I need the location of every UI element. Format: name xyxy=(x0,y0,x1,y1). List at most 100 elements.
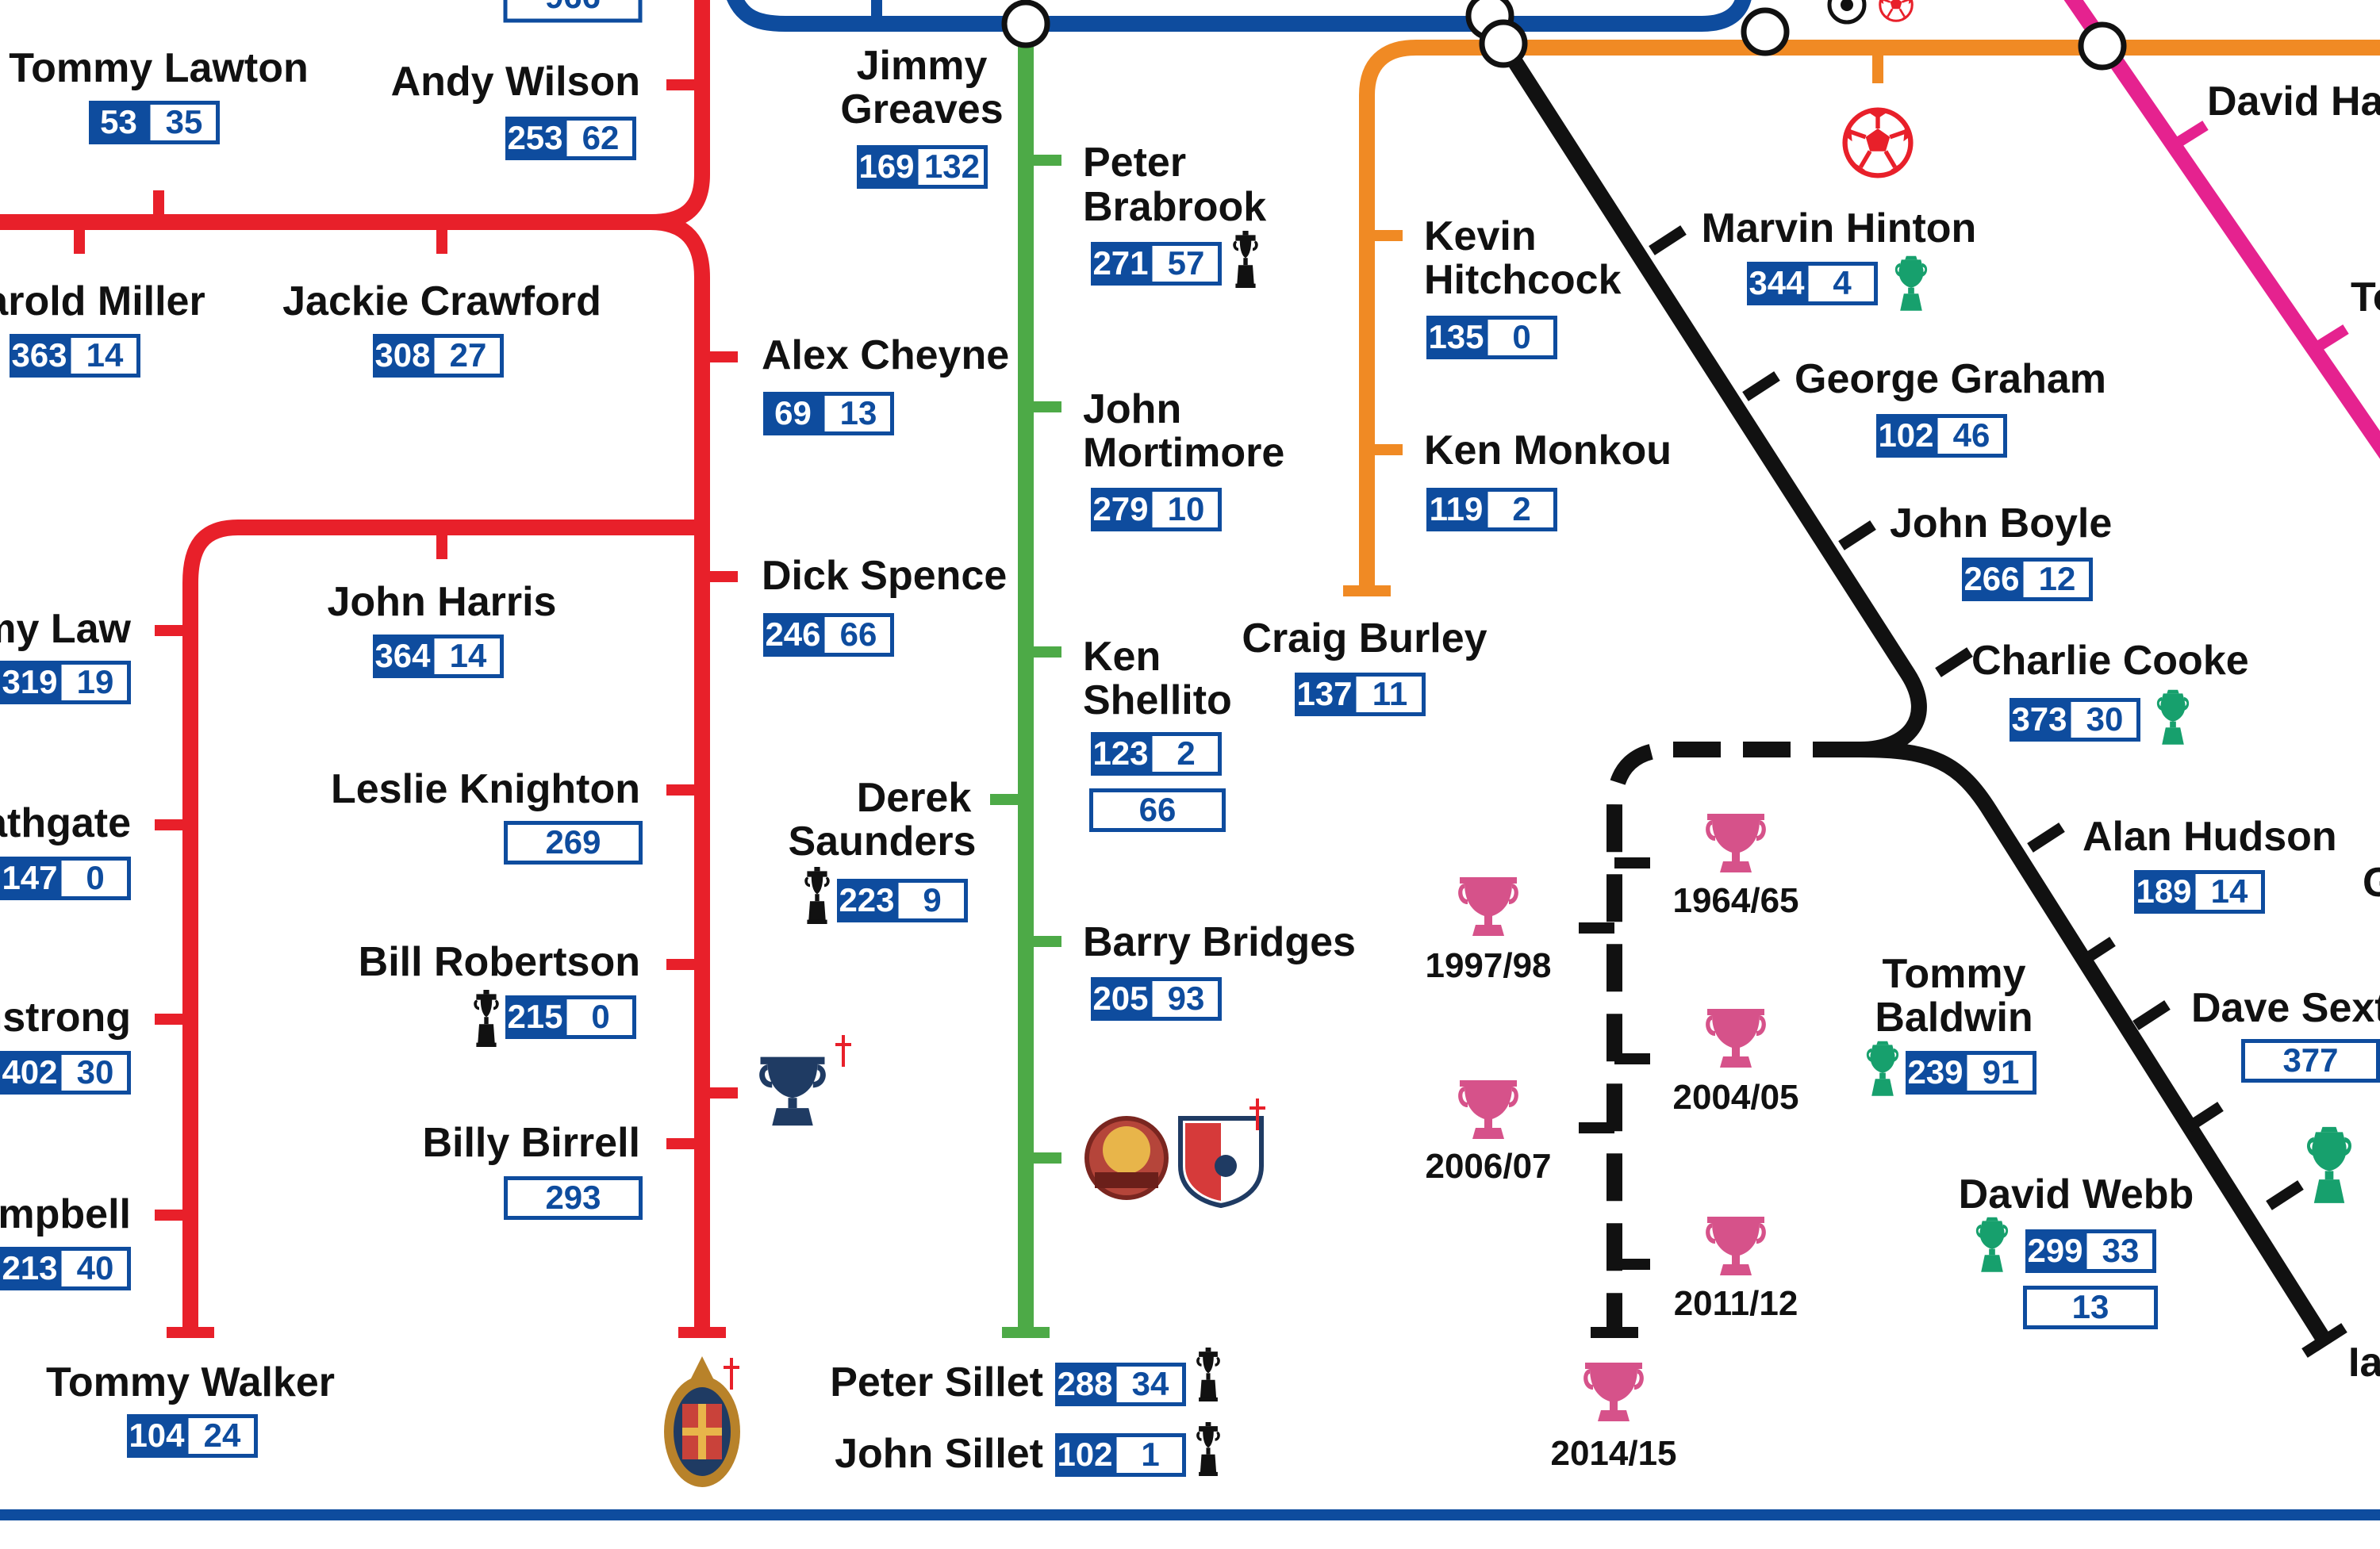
station-name: Kevin xyxy=(1424,213,1537,259)
station-name: Alan Hudson xyxy=(2082,814,2337,860)
appearances-count: 119 xyxy=(1430,490,1484,527)
stats-badge: 269 xyxy=(504,821,643,865)
station-name: athgate xyxy=(0,800,131,846)
station-name: Charlie Cooke xyxy=(1971,638,2249,684)
goals-count: 1 xyxy=(1141,1436,1159,1473)
station-name: John xyxy=(1083,386,1181,432)
appearances-count: 288 xyxy=(1057,1365,1112,1402)
icons xyxy=(474,0,2352,1487)
goals-count: 0 xyxy=(86,859,104,896)
appearances-count: 189 xyxy=(2136,872,2191,910)
station-name: mpbell xyxy=(0,1191,131,1237)
appearances-count: 213 xyxy=(2,1249,57,1286)
station-name: Alex Cheyne xyxy=(762,332,1009,378)
stats-badge: 69 13 xyxy=(763,392,894,435)
cup-line-dashed xyxy=(1606,742,1860,1332)
season-label: 1997/98 xyxy=(1425,946,1551,985)
appearances-count: 147 xyxy=(2,859,57,896)
season-label: 2004/05 xyxy=(1672,1078,1798,1117)
goals-count: 66 xyxy=(840,615,877,653)
appearances-count: 344 xyxy=(1749,264,1805,301)
interchange-circle xyxy=(1001,0,1050,48)
black-trophy-icon xyxy=(474,990,499,1047)
appearances-count: 215 xyxy=(507,998,562,1035)
goals-count: 10 xyxy=(1168,490,1205,527)
black-trophy-icon xyxy=(1196,1348,1220,1401)
goals-count: 11 xyxy=(1372,675,1407,712)
stats-badge: 135 0 xyxy=(1426,316,1557,359)
appearances-count: 135 xyxy=(1428,318,1484,355)
fa-cup-trophy-icon xyxy=(2156,689,2190,745)
appearances-count: 402 xyxy=(2,1053,57,1091)
appearances-count: 966 xyxy=(545,0,601,15)
station-name: Jackie Crawford xyxy=(282,278,601,324)
station-name: Barry Bridges xyxy=(1083,919,1356,965)
goals-count: 13 xyxy=(840,394,877,431)
goals-count: 132 xyxy=(924,148,980,185)
goals-count: 14 xyxy=(2211,872,2248,910)
interchange-circle xyxy=(1479,19,1528,68)
station-name: John Boyle xyxy=(1890,500,2112,546)
orange-line xyxy=(1359,40,2380,591)
station-name: Brabrook xyxy=(1083,184,1266,230)
station-name: Mortimore xyxy=(1083,430,1284,476)
goals-count: 30 xyxy=(77,1053,114,1091)
stats-badge: 377 xyxy=(2241,1039,2380,1083)
goals-count: 35 xyxy=(166,103,203,140)
football-icon xyxy=(1879,0,1914,22)
goals-count: 0 xyxy=(1512,318,1530,355)
station-name: Ken Monkou xyxy=(1424,428,1672,474)
station-name: G xyxy=(2363,860,2380,906)
royal-crest-icon xyxy=(664,1356,740,1487)
station-name: nstrong xyxy=(0,995,131,1041)
station-name: John Harris xyxy=(328,579,557,625)
goals-count: 12 xyxy=(2039,560,2076,597)
red-line-main xyxy=(650,214,710,1332)
station-name: Dave Sexto xyxy=(2191,985,2380,1031)
goals-count: 46 xyxy=(1953,416,1990,454)
appearances-count: 13 xyxy=(2072,1288,2109,1325)
station-name: David Hay xyxy=(2207,79,2380,125)
goals-count: 62 xyxy=(582,119,620,156)
station-name: Baldwin xyxy=(1875,995,2033,1041)
goals-count: 91 xyxy=(1983,1053,2020,1091)
stats-badge: 13 xyxy=(2023,1286,2158,1329)
station-name: Tommy Lawton xyxy=(9,45,308,91)
appearances-count: 69 xyxy=(774,394,812,431)
fa-cup-trophy-icon xyxy=(1894,255,1928,311)
goals-count: 24 xyxy=(204,1417,241,1454)
stats-badge: 169 132 xyxy=(857,145,988,189)
station-name: my Law xyxy=(0,606,132,652)
goals-count: 4 xyxy=(1833,264,1852,301)
fa-cup-trophy-icon xyxy=(1975,1217,2009,1272)
club-crest-icon xyxy=(1178,1116,1264,1209)
appearances-count: 205 xyxy=(1092,980,1148,1017)
station-name: Ken xyxy=(1083,634,1161,680)
appearances-count: 319 xyxy=(2,663,57,700)
station-name: John Sillet xyxy=(835,1431,1043,1477)
appearances-count: 364 xyxy=(374,637,431,674)
black-trophy-icon xyxy=(1196,1422,1220,1476)
appearances-count: 169 xyxy=(858,148,914,185)
appearances-count: 377 xyxy=(2282,1041,2338,1079)
station-name: Shellito xyxy=(1083,677,1232,723)
appearances-count: 104 xyxy=(129,1417,185,1454)
goals-count: 27 xyxy=(450,336,487,374)
goals-count: 34 xyxy=(1132,1365,1169,1402)
station-name: Greaves xyxy=(840,86,1003,132)
appearances-count: 293 xyxy=(545,1179,601,1216)
station-name: Saunders xyxy=(789,819,977,865)
